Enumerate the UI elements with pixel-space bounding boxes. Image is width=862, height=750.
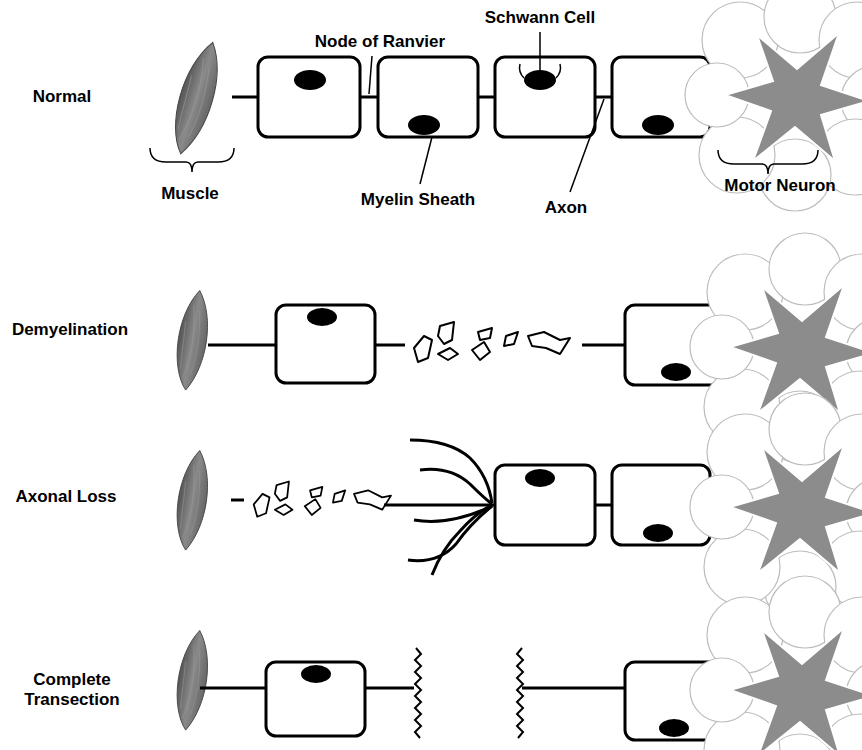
- row-title: Axonal Loss: [15, 487, 116, 507]
- part-label: Muscle: [161, 184, 219, 204]
- row-title: Demyelination: [12, 320, 128, 340]
- part-label: Node of Ranvier: [315, 32, 445, 52]
- part-label: Axon: [545, 198, 588, 218]
- row-title: Normal: [33, 87, 92, 107]
- part-label: Schwann Cell: [485, 8, 596, 28]
- part-label: Myelin Sheath: [361, 190, 475, 210]
- part-label: Motor Neuron: [724, 176, 835, 196]
- row-title: Complete Transection: [17, 670, 127, 711]
